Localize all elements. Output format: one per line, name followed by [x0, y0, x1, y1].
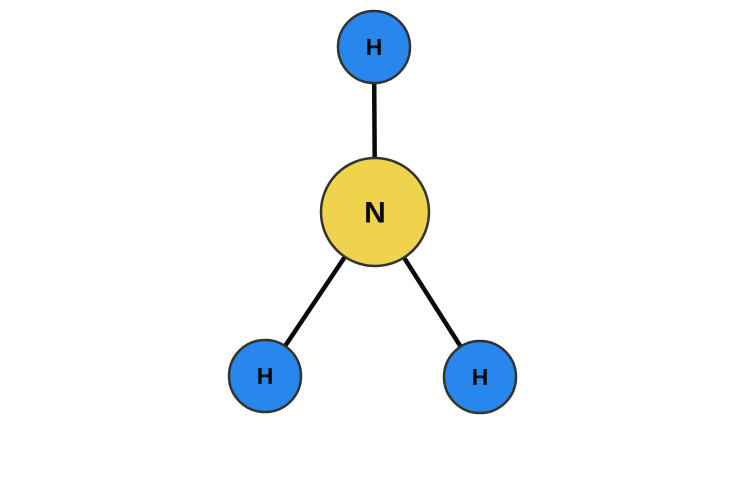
atom-label-H2: H — [257, 363, 274, 389]
atom-label-N: N — [364, 197, 386, 230]
atom-label-H3: H — [472, 364, 489, 390]
atom-circle-N — [319, 156, 431, 268]
atom-circle-H3 — [442, 339, 518, 415]
atom-label-H1: H — [366, 34, 383, 60]
atom-circle-H1 — [336, 9, 412, 85]
atom-circle-H2 — [227, 338, 303, 414]
